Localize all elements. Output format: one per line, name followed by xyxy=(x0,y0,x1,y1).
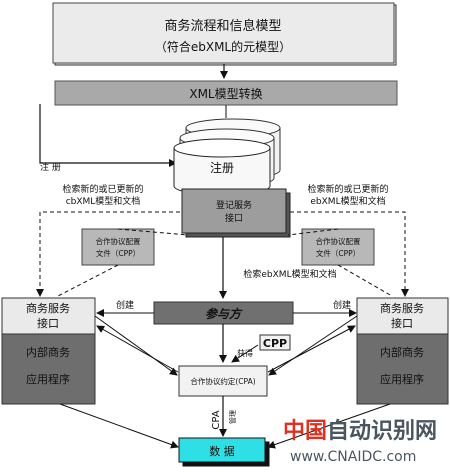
xml-transform-band: XML模型转换 xyxy=(54,80,398,106)
arrow-obtain xyxy=(231,344,259,363)
arrow-cpa-to-right xyxy=(267,325,356,373)
xml-transform-label: XML模型转换 xyxy=(189,86,262,101)
dashed-cpp-left-to-service xyxy=(117,228,189,236)
dashed-cpp-right xyxy=(337,264,393,297)
retrieve-right-line1: 检索新的或已更新的 xyxy=(307,183,388,195)
cpa-label: 合作协议约定(CPA) xyxy=(190,376,255,386)
watermark-cn-prefix: 中国 xyxy=(283,419,327,444)
arrow-cpa-to-left xyxy=(96,325,179,373)
business-model-box: 商务流程和信息模型 （符合ebXML的元模型） xyxy=(52,2,397,66)
arrow-right-to-cpa xyxy=(268,315,358,376)
register-service-box: 登记服务 接口 xyxy=(181,188,291,238)
watermark-url: www.CNAIDC.com xyxy=(290,449,416,465)
manage-label: 管理 xyxy=(228,410,237,424)
watermark: 中国自动识别网 www.CNAIDC.com xyxy=(283,418,437,465)
biz-left-header-line1: 商务服务 xyxy=(26,301,70,315)
participant-box: 参与方 xyxy=(153,301,294,325)
watermark-cn-rest: 自动识别网 xyxy=(327,418,437,444)
retrieve-left-line1: 检索新的或已更新的 xyxy=(62,183,143,195)
cpp-box-left: 合作协议配置 文件（CPP） xyxy=(81,228,155,266)
biz-right-header-line2: 接口 xyxy=(391,317,413,330)
register-service-line1: 登记服务 xyxy=(216,199,252,211)
arrow-left-to-cpa xyxy=(94,315,178,376)
cpa-box: 合作协议约定(CPA) xyxy=(178,365,268,397)
cpp-right-line1: 合作协议配置 xyxy=(316,236,361,246)
cpp-right-line2: 文件（CPP） xyxy=(316,248,360,258)
register-label: 注 册 xyxy=(40,161,61,173)
dashed-right-retrieve xyxy=(290,211,409,297)
create-right-label: 创建 xyxy=(333,299,351,311)
business-model-title: 商务流程和信息模型 xyxy=(164,18,281,34)
cpa-vertical-label: CPA xyxy=(211,410,222,429)
registry-label: 注册 xyxy=(210,160,234,175)
register-service-line2: 接口 xyxy=(225,212,243,224)
business-model-subtitle: （符合ebXML的元模型） xyxy=(155,39,291,54)
data-label: 数 据 xyxy=(209,444,235,458)
retrieve-left-line2: cbXML模型和文档 xyxy=(66,195,141,207)
cpp-left-line1: 合作协议配置 xyxy=(96,236,141,246)
arrow-left-to-data xyxy=(59,403,179,449)
business-box-right: 商务服务 接口 内部商务 应用程序 xyxy=(356,297,449,405)
retrieve-mid-label: 检索ebXML模型和文档 xyxy=(243,268,336,280)
participant-label: 参与方 xyxy=(205,307,243,321)
watermark-cn-text: 中国自动识别网 xyxy=(283,418,437,444)
retrieve-right-line2: ebXML模型和文档 xyxy=(310,195,385,207)
biz-right-header-line1: 商务服务 xyxy=(380,301,424,315)
biz-right-body-line1: 内部商务 xyxy=(380,345,424,359)
cpp-box-right: 合作协议配置 文件（CPP） xyxy=(301,228,375,266)
dashed-cpp-right-to-service xyxy=(287,228,339,236)
dashed-cpp-left xyxy=(57,264,119,297)
registry-cylinders: 注册 xyxy=(173,118,281,196)
biz-left-header-line2: 接口 xyxy=(37,317,59,330)
arrow-register xyxy=(39,104,177,167)
obtain-label: 获得 xyxy=(237,348,253,358)
business-box-left: 商务服务 接口 内部商务 应用程序 xyxy=(1,297,96,405)
arrow-right-to-data xyxy=(267,403,391,449)
data-box: 数 据 xyxy=(178,437,270,467)
biz-left-body-line1: 内部商务 xyxy=(26,345,70,359)
cpp-left-line2: 文件（CPP） xyxy=(96,248,140,258)
dashed-left-retrieve xyxy=(36,211,180,297)
cpp-small-label: CPP xyxy=(263,337,287,350)
create-left-label: 创建 xyxy=(116,299,134,311)
cpp-small-box: CPP xyxy=(259,334,291,351)
biz-left-body-line2: 应用程序 xyxy=(26,372,70,386)
biz-right-body-line2: 应用程序 xyxy=(380,372,424,386)
